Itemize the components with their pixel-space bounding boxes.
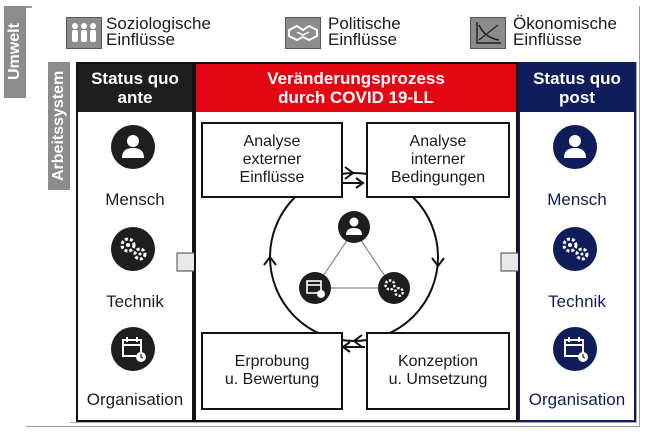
step-analyse-extern-line3: Einflüsse	[239, 169, 305, 186]
step-erprobung-line1: Erprobung	[234, 353, 310, 370]
process-header-line2: durch COVID 19-LL	[278, 88, 434, 107]
umwelt-frame	[26, 6, 640, 427]
arbeitssystem-label: Arbeitssystem	[48, 62, 70, 190]
cycle-person-icon	[338, 211, 370, 243]
calendar-icon	[111, 327, 155, 371]
arrow-konzeption-to-erprobung	[341, 341, 365, 353]
step-analyse-extern-line2: externer	[242, 151, 302, 168]
step-konzeption-line1: Konzeption	[397, 353, 479, 370]
step-analyse-extern-line1: Analyse	[243, 133, 301, 150]
status-ante-header: Status quo ante	[78, 64, 192, 112]
status-post-line2: post	[559, 88, 595, 107]
person-icon	[553, 125, 597, 169]
influence-political-line2: Einflüsse	[328, 30, 397, 49]
step-analyse-extern: Analyse externer Einflüsse	[201, 122, 343, 198]
step-erprobung-line2: u. Bewertung	[224, 371, 320, 388]
umwelt-label-text: Umwelt	[6, 23, 23, 81]
influence-political-text: Politische Einflüsse	[328, 14, 401, 49]
status-ante-line1: Status quo	[91, 69, 179, 88]
process-header: Veränderungsprozess durch COVID 19-LL	[196, 64, 516, 112]
calendar-icon	[553, 327, 597, 371]
influence-economic-line1: Ökonomische	[513, 14, 617, 33]
status-post-column: Status quo post Mensch Technik Organisat…	[518, 62, 636, 422]
step-analyse-intern-line1: Analyse	[409, 133, 467, 150]
influence-sociological-text: Soziologische Einflüsse	[106, 14, 211, 49]
arbeitssystem-label-text: Arbeitssystem	[50, 70, 67, 182]
component-organisation-ante: Organisation	[86, 390, 184, 409]
person-icon	[111, 125, 155, 169]
influence-sociological-line2: Einflüsse	[106, 30, 175, 49]
influence-political-line1: Politische	[328, 14, 401, 33]
cycle-calendar-icon	[299, 272, 331, 304]
chart-icon	[470, 17, 506, 49]
process-cycle	[263, 166, 445, 348]
process-header-line1: Veränderungsprozess	[267, 69, 445, 88]
component-mensch-post: Mensch	[547, 190, 607, 209]
umwelt-label: Umwelt	[4, 6, 26, 98]
step-analyse-intern-line3: Bedingungen	[390, 169, 486, 186]
component-technik-ante: Technik	[106, 292, 164, 311]
status-post-line1: Status quo	[533, 69, 621, 88]
influence-sociological-line1: Soziologische	[106, 14, 211, 33]
component-technik-post: Technik	[548, 292, 606, 311]
cycle-gears-icon	[378, 272, 410, 304]
status-ante-line2: ante	[117, 88, 153, 107]
handshake-icon	[285, 17, 321, 49]
step-konzeption-line2: u. Umsetzung	[388, 371, 488, 388]
component-organisation-post: Organisation	[528, 390, 626, 409]
step-konzeption: Konzeption u. Umsetzung	[366, 332, 510, 410]
gears-icon	[553, 227, 597, 271]
step-analyse-intern-line2: interner	[410, 151, 466, 168]
component-mensch-ante: Mensch	[105, 190, 165, 209]
status-ante-column: Status quo ante Mensch Technik Organisat…	[76, 62, 194, 422]
influence-economic-line2: Einflüsse	[513, 30, 582, 49]
people-icon	[66, 17, 102, 49]
gears-icon	[111, 227, 155, 271]
umwelt-frame-top	[26, 6, 32, 8]
influence-economic-text: Ökonomische Einflüsse	[513, 14, 617, 49]
step-analyse-intern: Analyse interner Bedingungen	[366, 122, 510, 198]
arbeitssystem-frame	[70, 62, 637, 423]
status-post-header: Status quo post	[520, 64, 634, 112]
step-erprobung: Erprobung u. Bewertung	[201, 332, 343, 410]
arrow-extern-to-intern	[341, 177, 365, 189]
